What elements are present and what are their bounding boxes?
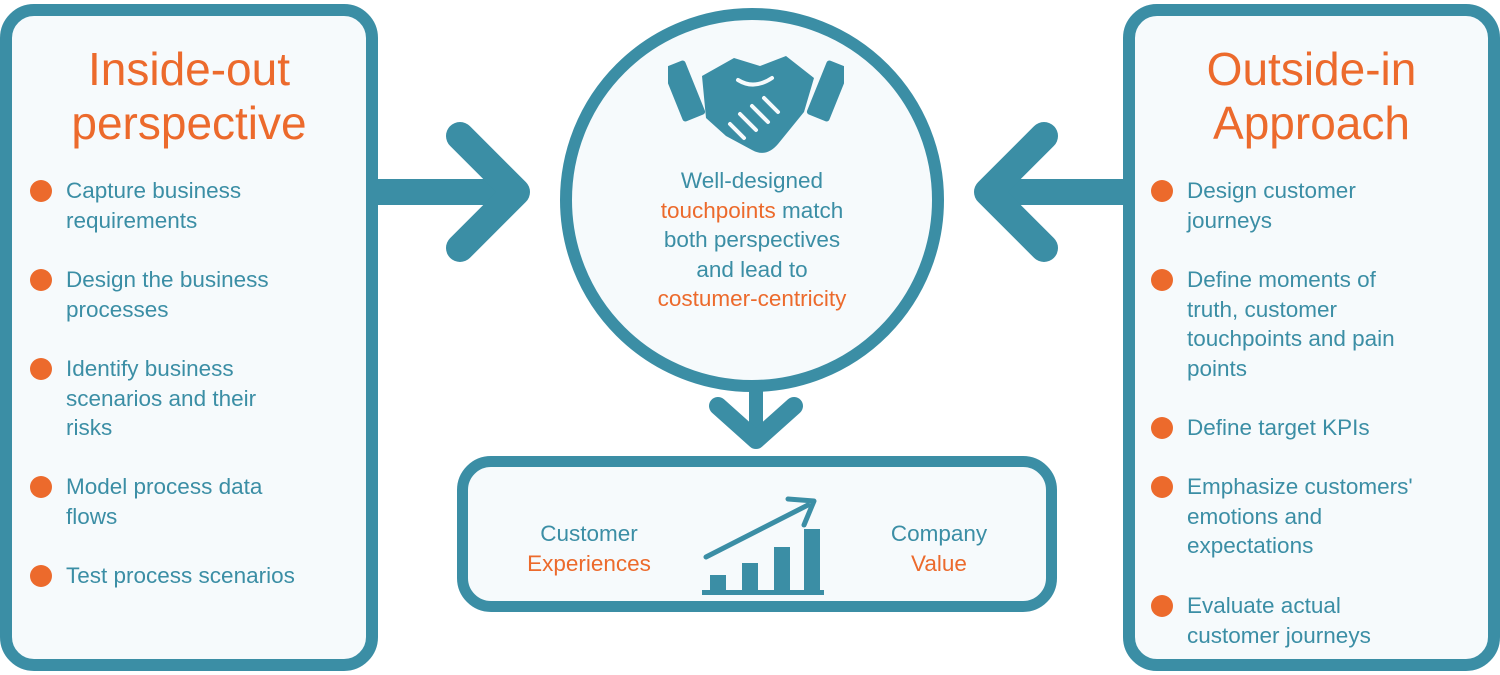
center-line-2: touchpoints match	[660, 197, 844, 223]
inside-out-item-4: Model process data flows	[12, 472, 360, 531]
bullet-dot-icon	[30, 269, 52, 291]
inside-out-panel: Inside-out perspective Capture business …	[0, 4, 378, 671]
outside-in-item-3: Define target KPIs	[1135, 413, 1482, 443]
center-line-4: and lead to	[696, 256, 808, 282]
left-arrow-icon	[974, 122, 1132, 262]
bullet-dot-icon	[1151, 417, 1173, 439]
outside-in-item-4: Emphasize customers' emotions and expect…	[1135, 472, 1482, 561]
item-text: Design customer journeys	[1187, 178, 1356, 233]
bullet-dot-icon	[30, 358, 52, 380]
item-text: Emphasize customers' emotions and expect…	[1187, 474, 1413, 558]
inside-out-item-5: Test process scenarios	[12, 561, 360, 591]
outside-in-item-5: Evaluate actual customer journeys	[1135, 591, 1482, 650]
customer-experiences-label: Customer Experiences	[527, 521, 651, 576]
outside-in-item-1: Design customer journeys	[1135, 176, 1482, 235]
down-arrow-icon	[709, 384, 803, 449]
handshake-icon	[668, 56, 844, 153]
bullet-dot-icon	[30, 180, 52, 202]
bullet-dot-icon	[1151, 476, 1173, 498]
inside-out-item-2: Design the business processes	[12, 265, 360, 324]
outside-in-title: Outside-in Approach	[1135, 42, 1488, 150]
customer-centricity-highlight: costumer-centricity	[657, 286, 847, 311]
item-text: Capture business requirements	[66, 178, 242, 233]
touchpoints-highlight: touchpoints	[660, 197, 776, 223]
bullet-dot-icon	[1151, 180, 1173, 202]
inside-out-title-line1: Inside-out	[87, 43, 290, 95]
inside-out-title: Inside-out perspective	[12, 42, 366, 150]
center-line-3: both perspectives	[663, 227, 841, 252]
growth-chart-icon	[702, 496, 824, 595]
company-value-label: Company Value	[890, 521, 988, 576]
item-text: Model process data flows	[66, 474, 263, 529]
item-text: Identify business scenarios and their ri…	[66, 356, 257, 440]
result-box: Customer Experiences Company Value	[457, 456, 1057, 612]
bullet-dot-icon	[1151, 269, 1173, 291]
center-line-1: Well-designed	[680, 168, 824, 193]
bullet-dot-icon	[1151, 595, 1173, 617]
center-description: Well-designed touchpoints match both per…	[602, 166, 902, 314]
item-text: Define target KPIs	[1187, 415, 1370, 440]
outside-in-item-2: Define moments of truth, customer touchp…	[1135, 265, 1482, 383]
item-text: Test process scenarios	[66, 563, 295, 588]
inside-out-item-1: Capture business requirements	[12, 176, 360, 235]
outside-in-title-line2: Approach	[1213, 97, 1410, 149]
item-text: Design the business processes	[66, 267, 269, 322]
item-text: Define moments of truth, customer touchp…	[1187, 267, 1395, 381]
inside-out-item-3: Identify business scenarios and their ri…	[12, 354, 360, 443]
touchpoints-circle: Well-designed touchpoints match both per…	[560, 8, 944, 392]
outside-in-panel: Outside-in Approach Design customer jour…	[1123, 4, 1500, 671]
right-arrow-icon	[372, 122, 530, 262]
item-text: Evaluate actual customer journeys	[1187, 593, 1371, 648]
outside-in-title-line1: Outside-in	[1206, 43, 1417, 95]
inside-out-title-line2: perspective	[71, 97, 307, 149]
bullet-dot-icon	[30, 565, 52, 587]
bullet-dot-icon	[30, 476, 52, 498]
